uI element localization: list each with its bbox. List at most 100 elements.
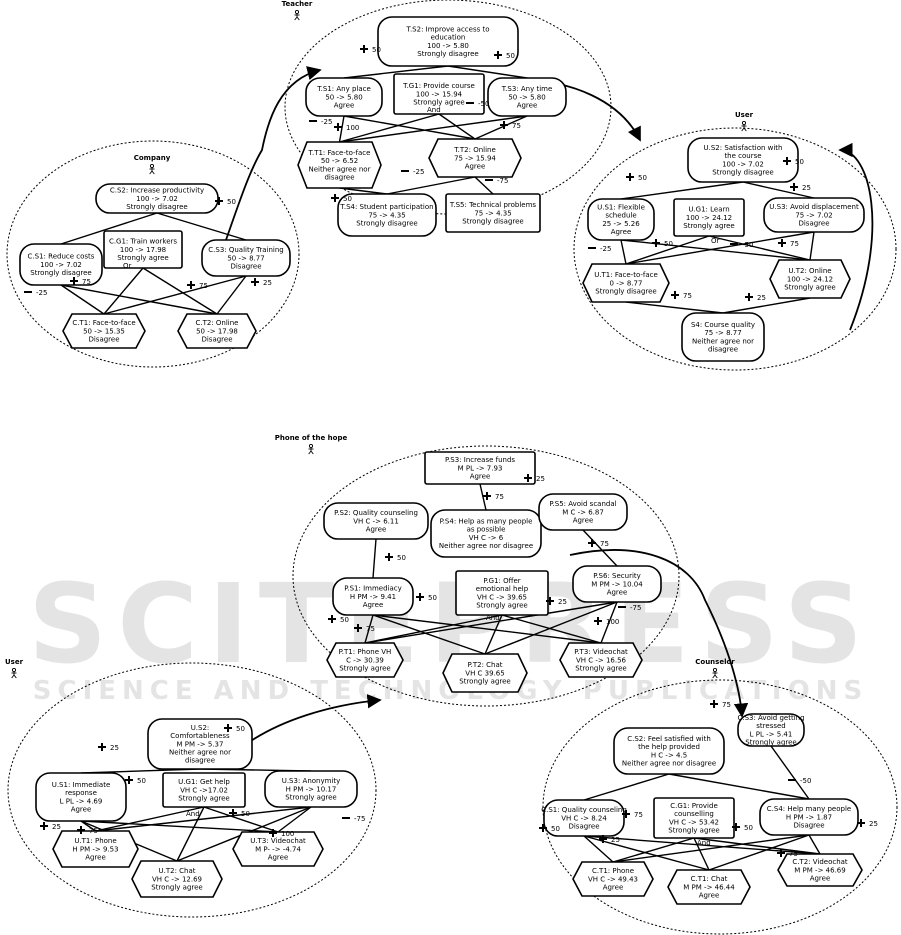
link-label: 75 — [500, 121, 521, 130]
contribution-link — [339, 113, 440, 143]
node-text: VH C 39.65 — [465, 669, 504, 677]
node-text: VH C -> 39.65 — [477, 593, 527, 601]
link-label: 50 — [385, 553, 406, 562]
node-text: U.S3: Avoid displacement — [769, 203, 859, 211]
svg-text:User: User — [735, 111, 754, 119]
node-text: Strongly disagree — [30, 269, 92, 277]
node-text: C.S1: Reduce costs — [28, 253, 95, 261]
node-text: H PM -> 9.41 — [350, 593, 396, 601]
node-text: 50 -> 6.52 — [321, 157, 358, 165]
link-label: Or — [123, 262, 132, 270]
node-text: 25 -> 5.26 — [602, 220, 640, 228]
node-text: U.T1: Phone — [74, 837, 116, 845]
contribution-link — [620, 239, 627, 265]
user-bottom-boundary — [7, 662, 377, 918]
node-text: C.G1: Train workers — [109, 238, 177, 246]
svg-text:75: 75 — [82, 278, 91, 286]
svg-text:-50: -50 — [478, 100, 489, 108]
node-text: as possible — [467, 526, 506, 534]
link-label: 100 — [269, 829, 294, 838]
svg-text:And: And — [486, 614, 500, 622]
contribution-link — [386, 176, 476, 195]
node-text: disagree — [185, 757, 215, 765]
node-text: 100 -> 24.12 — [787, 275, 833, 283]
node-text: P.T1: Phone VH — [339, 648, 392, 656]
svg-text:50: 50 — [428, 594, 437, 602]
svg-text:-75: -75 — [630, 604, 641, 612]
svg-text:50: 50 — [744, 824, 753, 832]
node-text: U.S2: Satisfaction with — [704, 144, 783, 152]
dependency-phone-counselor — [569, 549, 749, 718]
svg-text:100: 100 — [281, 830, 294, 838]
node-text: 75 -> 7.02 — [795, 211, 832, 219]
svg-text:25: 25 — [757, 294, 766, 302]
node-text: Agree — [363, 601, 384, 609]
link-label: -25 — [309, 118, 332, 126]
node-text: VH C ->17.02 — [180, 786, 228, 794]
company-boundary — [6, 140, 300, 368]
svg-text:50: 50 — [227, 198, 236, 206]
node-text: Disagree — [793, 822, 824, 830]
link-label: -25 — [401, 168, 424, 176]
node-text: Agree — [603, 884, 624, 892]
svg-text:-25: -25 — [413, 168, 424, 176]
node-text: Agree — [334, 102, 355, 110]
svg-text:50: 50 — [638, 174, 647, 182]
contribution-link — [176, 806, 205, 862]
node-text: S4: Course quality — [691, 321, 755, 329]
link-label: 100 — [334, 123, 359, 132]
svg-text:75: 75 — [600, 540, 609, 548]
node-text: P.T3: Videochat — [574, 648, 628, 656]
contribution-link — [625, 231, 815, 265]
svg-text:50: 50 — [343, 195, 352, 203]
link-label: 25 — [546, 597, 567, 606]
